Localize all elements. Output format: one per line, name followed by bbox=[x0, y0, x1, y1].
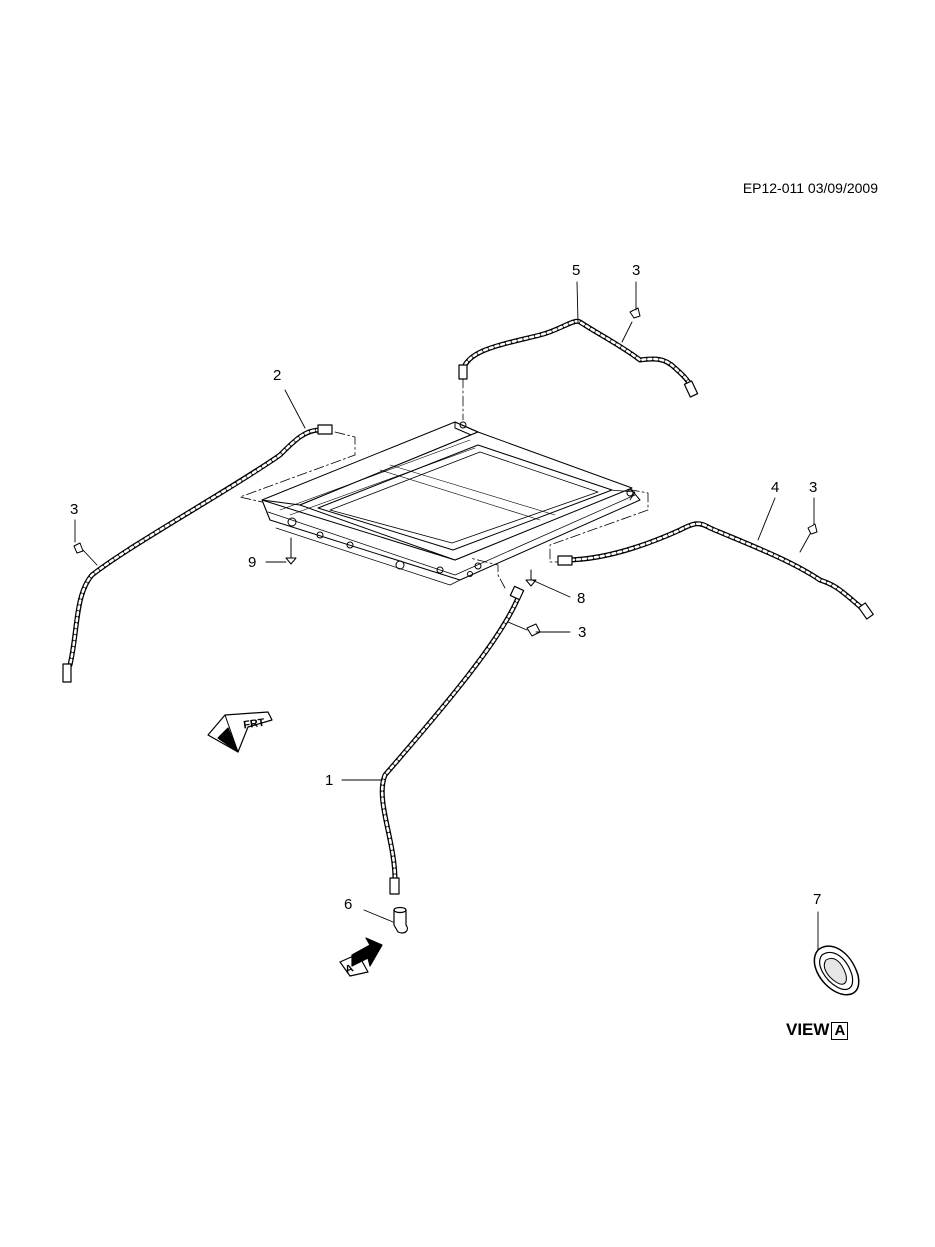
drain-hose-2 bbox=[62, 424, 333, 683]
clip-3-left bbox=[73, 542, 84, 554]
callout-leaders bbox=[74, 281, 819, 951]
callout-6: 6 bbox=[344, 896, 353, 913]
frt-arrow-label: FRT bbox=[243, 717, 266, 732]
screw-8 bbox=[525, 569, 537, 587]
drain-hose-1 bbox=[379, 585, 525, 895]
callout-7: 7 bbox=[813, 891, 822, 908]
sunroof-frame bbox=[261, 421, 641, 586]
front-direction-arrow bbox=[207, 711, 273, 753]
callout-3-left: 3 bbox=[70, 501, 79, 518]
callout-4: 4 bbox=[771, 479, 780, 496]
view-a-arrow-letter: A bbox=[344, 962, 356, 976]
callout-5: 5 bbox=[572, 262, 581, 279]
view-a-arrow bbox=[339, 937, 383, 977]
clip-3-top bbox=[629, 307, 641, 319]
screw-9 bbox=[285, 537, 297, 565]
clip-3-lower bbox=[526, 623, 541, 637]
callout-1: 1 bbox=[325, 772, 334, 789]
grommet-6 bbox=[393, 906, 409, 934]
drain-hose-4 bbox=[557, 521, 874, 620]
callout-9: 9 bbox=[248, 554, 257, 571]
callout-8: 8 bbox=[577, 590, 586, 607]
drain-hose-5 bbox=[458, 318, 699, 398]
callout-3-lower: 3 bbox=[578, 624, 587, 641]
leader-lines bbox=[239, 377, 649, 589]
callout-3-top: 3 bbox=[632, 262, 641, 279]
callout-2: 2 bbox=[273, 367, 282, 384]
callout-3-right: 3 bbox=[809, 479, 818, 496]
seal-7 bbox=[813, 945, 860, 996]
document-id: EP12-011 03/09/2009 bbox=[742, 180, 878, 196]
clip-3-right bbox=[807, 523, 818, 535]
view-label-prefix: VIEW bbox=[786, 1020, 830, 1039]
view-label-letter: A bbox=[831, 1022, 849, 1040]
